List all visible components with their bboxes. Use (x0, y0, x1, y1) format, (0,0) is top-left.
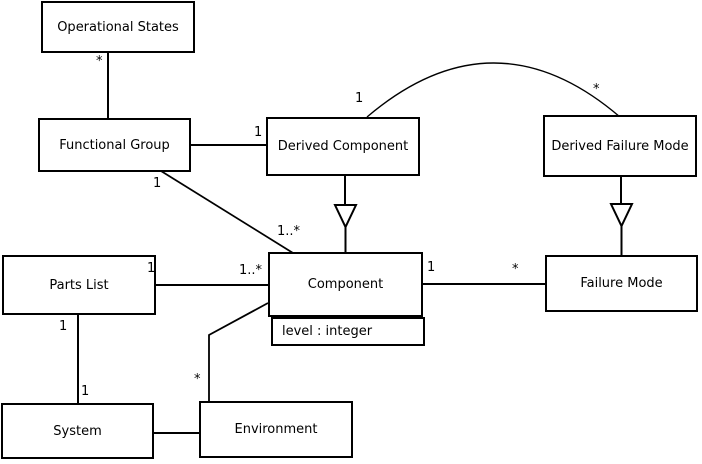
multiplicity-arc-derived-failure-mode-end: * (593, 82, 600, 97)
class-component-attributes[interactable]: level : integer (271, 317, 425, 346)
class-derived-failure-mode[interactable]: Derived Failure Mode (543, 115, 697, 177)
class-name: Operational States (57, 19, 179, 35)
class-name: Failure Mode (580, 276, 663, 291)
association-derived-component-derived-failure-mode-arc (366, 62, 621, 118)
association-functional-group-component (160, 170, 294, 254)
class-functional-group[interactable]: Functional Group (38, 118, 191, 172)
attribute-level: level : integer (282, 324, 373, 339)
class-name: Component (307, 277, 384, 292)
generalization-triangle-failure-mode-icon (609, 203, 634, 229)
multiplicity-arc-derived-component-end: 1 (355, 91, 364, 106)
class-name: Derived Failure Mode (551, 138, 689, 154)
multiplicity-environment-end: * (194, 372, 201, 387)
multiplicity-parts-list-system-upper: 1 (59, 319, 68, 334)
class-component[interactable]: Component (268, 252, 423, 317)
class-parts-list[interactable]: Parts List (2, 255, 156, 315)
class-name: System (53, 423, 102, 439)
multiplicity-component-end-functional-group: 1..* (277, 224, 301, 239)
multiplicity-functional-group-end: 1 (153, 176, 162, 191)
class-name: Parts List (49, 277, 109, 293)
multiplicity-derived-component-end: 1 (254, 125, 263, 140)
class-environment[interactable]: Environment (199, 401, 353, 458)
generalization-triangle-component-icon (333, 204, 358, 230)
class-failure-mode[interactable]: Failure Mode (545, 255, 698, 312)
multiplicity-operational-states: * (96, 54, 103, 69)
association-environment-component (208, 302, 269, 401)
class-name: Environment (234, 422, 318, 437)
multiplicity-component-end-parts-list: 1..* (239, 263, 263, 278)
multiplicity-failure-mode-end: * (512, 262, 519, 277)
class-operational-states[interactable]: Operational States (41, 1, 195, 53)
class-name: Functional Group (59, 137, 170, 153)
class-derived-component[interactable]: Derived Component (266, 117, 420, 176)
multiplicity-component-end-failure-mode: 1 (427, 260, 436, 275)
class-system[interactable]: System (1, 403, 154, 459)
class-name: Derived Component (277, 139, 409, 154)
multiplicity-parts-list-system-lower: 1 (81, 384, 90, 399)
multiplicity-parts-list-end: 1 (147, 261, 156, 276)
